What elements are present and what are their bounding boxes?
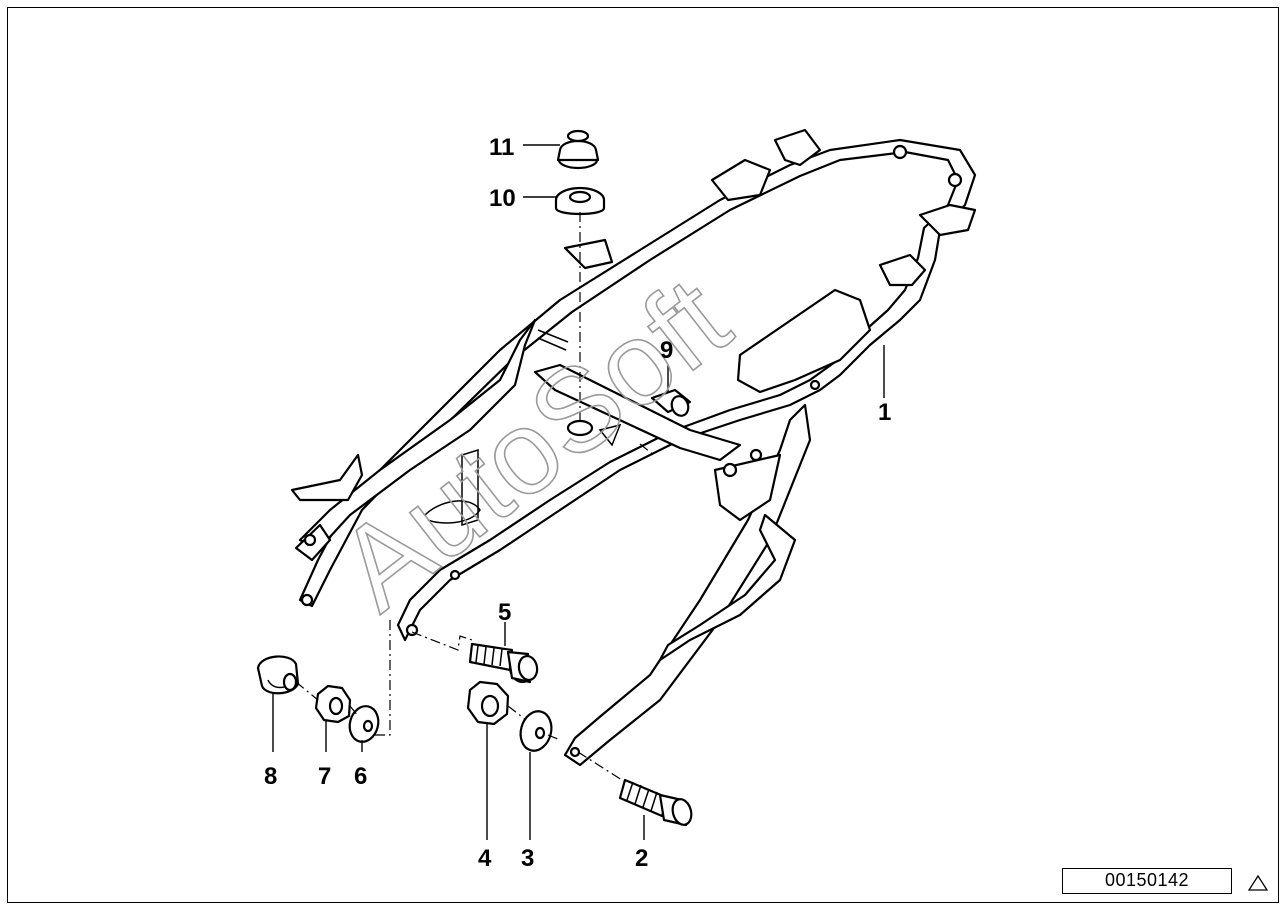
diagram-reference-number: 00150142: [1062, 868, 1232, 894]
callout-8: 8: [264, 763, 277, 790]
callout-2: 2: [635, 845, 648, 872]
bolt-part-2[interactable]: [618, 778, 694, 827]
drawing-frame: [7, 7, 1279, 903]
warning-triangle-icon: [1247, 874, 1269, 891]
cap-nut-part-8[interactable]: [256, 655, 300, 695]
assembly-lines: [295, 212, 656, 783]
rubber-buffer-part-11[interactable]: [556, 129, 600, 170]
callout-5: 5: [498, 599, 511, 626]
nut-part-4[interactable]: [466, 680, 510, 726]
callout-labels: 11 10 9 1 5 8 7 6 4 3 2: [264, 134, 891, 872]
callout-7: 7: [318, 763, 331, 790]
callout-4: 4: [478, 845, 492, 872]
bolt-part-5[interactable]: [468, 642, 539, 684]
sleeve-part-9[interactable]: [650, 388, 692, 418]
callout-9: 9: [660, 337, 673, 364]
washer-part-6[interactable]: [346, 703, 382, 745]
callout-1: 1: [878, 399, 891, 426]
callout-6: 6: [354, 763, 367, 790]
callout-3: 3: [521, 845, 534, 872]
callout-10: 10: [489, 185, 516, 212]
leader-lines: [272, 144, 885, 840]
grommet-part-10[interactable]: [554, 186, 606, 216]
nut-part-7[interactable]: [314, 684, 352, 724]
callout-11: 11: [489, 134, 514, 161]
rear-frame[interactable]: [290, 128, 977, 767]
washer-part-3[interactable]: [516, 708, 555, 754]
